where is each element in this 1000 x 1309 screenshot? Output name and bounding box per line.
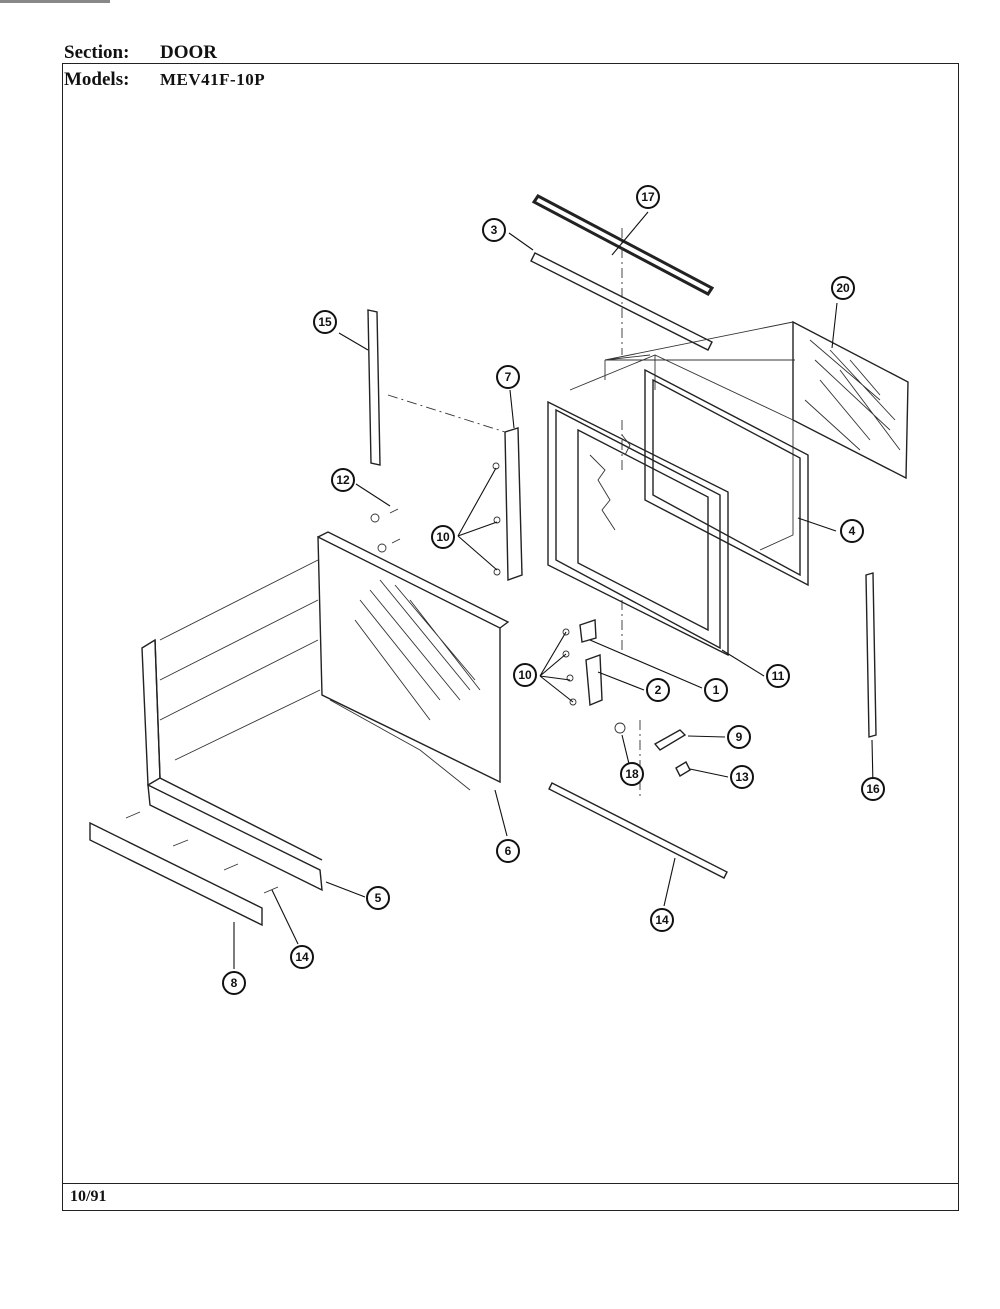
part-7-hinge-channel [492, 427, 523, 581]
callout-16: 15 [313, 310, 337, 334]
svg-text:16: 16 [866, 782, 880, 796]
svg-text:5: 5 [375, 891, 382, 905]
top-edge-mark [0, 0, 110, 3]
part-18-top-trim [531, 194, 715, 296]
callout-11: 11 [766, 664, 790, 688]
callout-12: 14 [290, 945, 314, 969]
part-5-door-frame [141, 559, 323, 892]
leader-10-upper [457, 467, 498, 571]
svg-text:9: 9 [736, 730, 743, 744]
callout-14: 13 [730, 765, 754, 789]
svg-text:14: 14 [655, 913, 669, 927]
leader-7 [509, 389, 515, 429]
part-13-screws [370, 508, 401, 553]
svg-text:2: 2 [655, 683, 662, 697]
callout-7: 7 [496, 365, 520, 389]
callout-9: 9 [727, 725, 751, 749]
section-header: Section: DOOR [64, 42, 217, 64]
models-header: Models: MEV41F-10P [64, 69, 265, 91]
callout-15: 14 [650, 908, 674, 932]
center-axis-line [621, 228, 641, 800]
svg-text:12: 12 [336, 473, 350, 487]
callout-3: 3 [482, 218, 506, 242]
svg-text:6: 6 [505, 844, 512, 858]
models-label: Models: [64, 69, 130, 90]
leader-6 [494, 789, 508, 837]
section-value: DOOR [160, 42, 217, 63]
svg-text:10: 10 [518, 668, 532, 682]
part-8-bottom-strip [89, 821, 263, 927]
callout-18: 17 [636, 185, 660, 209]
part-11-inner-door [547, 400, 729, 657]
drawing-frame [62, 63, 959, 1211]
leader-18 [611, 211, 649, 256]
svg-text:15: 15 [318, 315, 332, 329]
callout-13: 12 [331, 468, 355, 492]
callout-6: 6 [496, 839, 520, 863]
leader-13 [355, 483, 391, 507]
callout-5: 5 [366, 886, 390, 910]
svg-text:20: 20 [836, 281, 850, 295]
box-outline [569, 354, 794, 551]
svg-text:8: 8 [231, 976, 238, 990]
svg-text:17: 17 [641, 190, 655, 204]
callout-8: 8 [222, 971, 246, 995]
hinge-hardware [562, 619, 691, 777]
callout-4: 4 [840, 519, 864, 543]
callout-17: 16 [861, 777, 885, 801]
models-value: MEV41F-10P [160, 70, 266, 89]
leader-12 [271, 889, 299, 945]
callout-10-upper: 10 [431, 525, 455, 549]
leader-1 [589, 639, 703, 689]
svg-text:3: 3 [491, 223, 498, 237]
section-label: Section: [64, 42, 130, 63]
leader-5 [325, 881, 366, 898]
part-20-glass-pack [604, 320, 909, 480]
part-6-front-panel [317, 531, 510, 791]
svg-text:10: 10 [436, 530, 450, 544]
callout-19: 18 [620, 762, 644, 786]
svg-text:4: 4 [849, 524, 856, 538]
part-3-top-strip [530, 252, 713, 351]
part-16-left-trim [367, 309, 506, 466]
callout-2: 2 [646, 678, 670, 702]
leader-10-lower [539, 631, 574, 703]
svg-text:14: 14 [295, 950, 309, 964]
callout-20: 20 [831, 276, 855, 300]
svg-text:7: 7 [505, 370, 512, 384]
callout-10-lower: 10 [513, 663, 537, 687]
part-15-bottom-trim [548, 782, 728, 879]
svg-text:11: 11 [772, 669, 785, 683]
part-17-right-trim [865, 572, 877, 738]
leader-15 [663, 857, 676, 907]
leader-16 [338, 332, 369, 351]
leader-20 [831, 302, 838, 349]
leader-9 [687, 735, 726, 738]
svg-text:13: 13 [735, 770, 749, 784]
leader-2 [597, 671, 645, 691]
footer-rule [62, 1183, 959, 1184]
leader-11 [721, 649, 765, 677]
part-12-screws [125, 811, 279, 894]
leader-4 [797, 517, 837, 532]
svg-text:18: 18 [625, 767, 639, 781]
callout-1: 1 [704, 678, 728, 702]
leader-14 [689, 768, 729, 778]
svg-text:1: 1 [713, 683, 720, 697]
leader-3 [508, 232, 534, 251]
footer-date: 10/91 [70, 1188, 107, 1205]
